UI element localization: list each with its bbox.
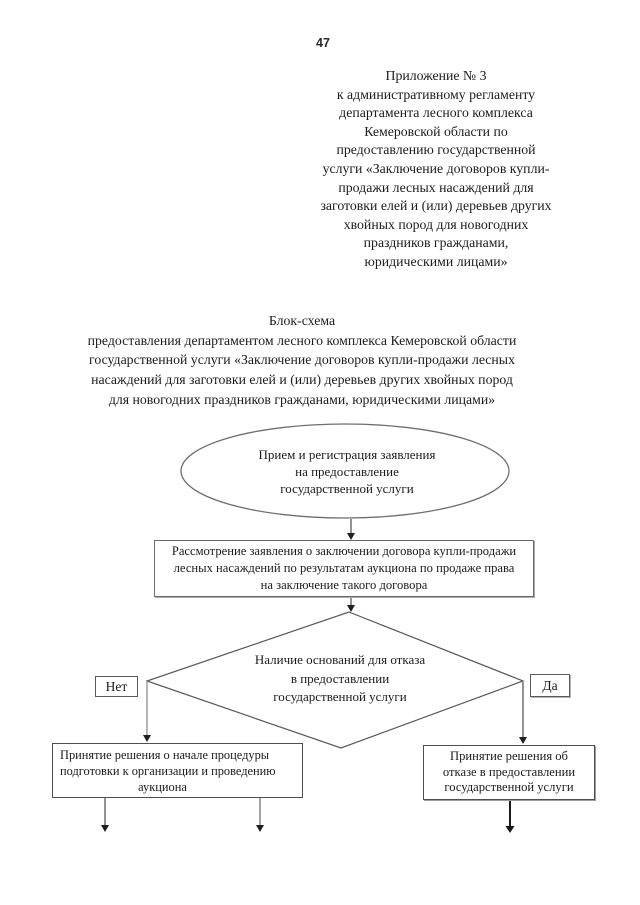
arrow-auction-out-right: [256, 798, 264, 832]
text-line: на предоставление: [295, 464, 399, 479]
start-node-text: Прием и регистрация заявления на предоста…: [207, 446, 487, 497]
page-number: 47: [316, 36, 330, 50]
arrow-review-to-decision: [347, 597, 355, 612]
appendix-header: Приложение № 3 к административному реглам…: [316, 67, 556, 272]
text-line: подготовки к организации и проведению: [60, 763, 276, 778]
text-line: Прием и регистрация заявления: [258, 447, 436, 462]
text-line: государственной услуги: [273, 689, 407, 704]
text-line: хвойных пород для новогодних: [343, 216, 529, 232]
text-line: праздников гражданами,: [363, 235, 509, 251]
text-line: государственной услуги «Заключение догов…: [89, 352, 515, 368]
text-line: Рассмотрение заявления о заключении дого…: [171, 543, 517, 558]
text-line: в предоставлении: [290, 670, 390, 686]
yes-branch-label: Да: [530, 674, 570, 697]
text-line: продажи лесных насаждений для: [338, 179, 534, 195]
text-line: Блок-схема: [268, 313, 336, 328]
no-branch-label: Нет: [95, 676, 138, 697]
text-line: юридическими лицами»: [364, 253, 508, 269]
text-line: Кемеровской области по: [364, 123, 508, 139]
review-node: Рассмотрение заявления о заключении дого…: [154, 540, 534, 597]
text-line: насаждений для заготовки елей и (или) де…: [91, 372, 513, 388]
text-line: услуги «Заключение договоров купли-: [322, 160, 550, 176]
start-node-ellipse: [180, 423, 510, 519]
text-line: департамента лесного комплекса: [339, 105, 533, 121]
review-node-text: Рассмотрение заявления о заключении дого…: [172, 543, 516, 595]
text-line: государственной услуги: [444, 780, 574, 795]
yes-branch-label-text: Да: [542, 677, 558, 693]
text-line: Наличие оснований для отказа: [254, 652, 426, 667]
text-line: отказе в предоставлении: [442, 764, 576, 779]
text-line: государственной услуги: [280, 481, 414, 496]
text-line: предоставления департаментом лесного ком…: [87, 332, 517, 348]
decision-node-diamond: [145, 611, 525, 749]
arrow-auction-out-left: [101, 798, 109, 832]
arrow-no-branch: [143, 682, 151, 742]
text-line: заготовки елей и (или) деревьев других: [320, 198, 552, 214]
decision-node-text: Наличие оснований для отказа в предоставл…: [225, 651, 455, 707]
text-line: лесных насаждений по результатам аукцион…: [173, 560, 515, 575]
text-line: для новогодних праздников гражданами, юр…: [108, 391, 496, 407]
text-line: на заключение такого договора: [260, 578, 428, 593]
text-line: Принятие решения о начале процедуры: [60, 747, 270, 762]
arrow-start-to-review: [347, 519, 355, 540]
text-line: аукциона: [138, 779, 187, 794]
arrow-yes-branch: [519, 682, 527, 744]
arrow-refusal-out: [505, 800, 515, 833]
flowchart-title: Блок-схема предоставления департаментом л…: [42, 311, 562, 410]
text-line: к административному регламенту: [336, 86, 536, 102]
text-line: предоставлению государственной: [336, 142, 536, 158]
text-line: Приложение № 3: [385, 68, 487, 83]
no-branch-label-text: Нет: [105, 678, 128, 694]
text-line: Принятие решения об: [450, 749, 568, 764]
